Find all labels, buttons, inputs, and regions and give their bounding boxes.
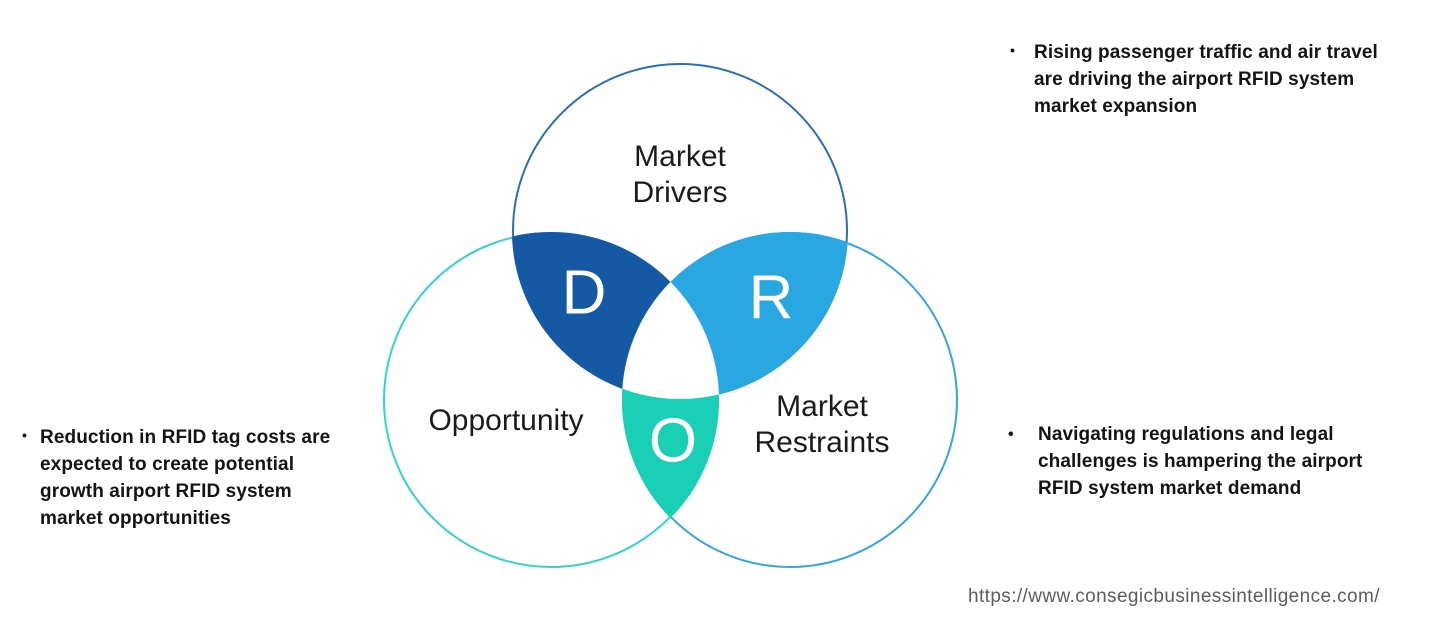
opportunity-note-line3: growth airport RFID system — [40, 481, 292, 502]
restraint-note-line2: challenges is hampering the airport — [1038, 451, 1363, 472]
opportunity-note-line2: expected to create potential — [40, 454, 295, 475]
restraint-note-line3: RFID system market demand — [1038, 478, 1302, 499]
drivers-restraints-overlap — [622, 232, 848, 399]
opportunity-note-line1: Reduction in RFID tag costs are — [40, 427, 331, 448]
driver-note: • Rising passenger traffic and air trave… — [1010, 39, 1378, 120]
drivers-opportunity-overlap — [512, 232, 719, 399]
opportunity-label: Opportunity — [428, 403, 583, 439]
restraints-label-line1: Market — [776, 390, 868, 423]
bullet-icon: • — [1008, 426, 1014, 443]
restraint-note-line1: Navigating regulations and legal — [1038, 424, 1334, 445]
bullet-icon: • — [1010, 42, 1016, 58]
driver-note-line3: market expansion — [1034, 96, 1198, 117]
opportunity-note: • Reduction in RFID tag costs are expect… — [22, 424, 330, 532]
opportunity-letter: O — [648, 406, 698, 476]
opportunity-label-line1: Opportunity — [428, 404, 584, 437]
restraints-label-line2: Restraints — [754, 426, 890, 459]
restraint-note: • Navigating regulations and legal chall… — [1008, 421, 1362, 502]
drivers-label-line1: Market — [634, 140, 726, 173]
opportunity-note-text: Reduction in RFID tag costs are expected… — [40, 424, 330, 532]
drivers-letter: D — [561, 258, 607, 328]
source-url[interactable]: https://www.consegicbusinessintelligence… — [968, 586, 1380, 607]
drivers-label: Market Drivers — [633, 139, 728, 211]
restraint-note-text: Navigating regulations and legal challen… — [1038, 421, 1362, 502]
opportunity-note-line4: market opportunities — [40, 508, 231, 529]
bullet-icon: • — [22, 427, 28, 443]
driver-note-line2: are driving the airport RFID system — [1034, 69, 1355, 90]
restraints-label: Market Restraints — [754, 389, 889, 461]
drivers-label-line2: Drivers — [632, 176, 728, 209]
driver-note-line1: Rising passenger traffic and air travel — [1034, 42, 1378, 63]
driver-note-text: Rising passenger traffic and air travel … — [1034, 39, 1378, 120]
restraints-letter: R — [748, 263, 794, 333]
